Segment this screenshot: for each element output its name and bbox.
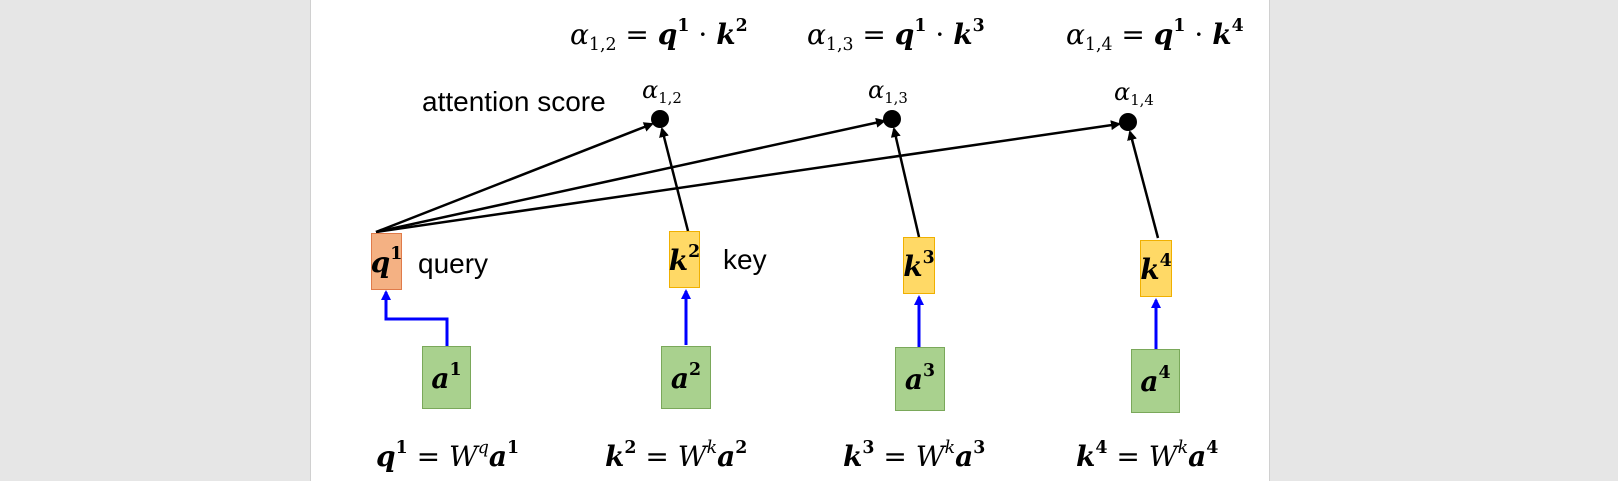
arrow-layer	[375, 110, 1161, 349]
input-vector-box-1: a1	[422, 346, 471, 409]
score-dot-1-4	[1119, 113, 1137, 131]
query-to-score-1-3-arrow	[375, 117, 886, 234]
key-4-projection-equation: k4 = Wka4	[1076, 438, 1219, 474]
query-projection-equation: q1 = Wqa1	[376, 438, 520, 474]
key-4-to-score-arrow	[1127, 130, 1160, 239]
score-formula-1-4: α1,4 = q1 · k4	[1066, 16, 1244, 56]
key-vector-box-3: k3	[903, 237, 935, 294]
query-to-score-1-2-arrow	[375, 122, 654, 234]
slide: α1,2 = q1 · k2 α1,3 = q1 · k3 α1,4 = q1 …	[310, 0, 1270, 481]
score-label-1-2: α1,2	[642, 76, 682, 108]
key-label: key	[723, 244, 767, 275]
key-2-projection-equation: k2 = Wka2	[605, 438, 748, 474]
score-label-1-3: α1,3	[868, 76, 908, 108]
slide-left-edge	[310, 0, 311, 481]
key-2-to-score-arrow	[659, 127, 690, 232]
input-vector-box-2: a2	[661, 346, 711, 409]
query-to-score-1-4-arrow	[375, 120, 1121, 234]
key-3-to-score-arrow	[890, 127, 921, 238]
score-label-1-4: α1,4	[1114, 78, 1154, 110]
input-vector-box-4: a4	[1131, 349, 1180, 413]
score-dot-1-3	[883, 110, 901, 128]
attention-score-label: attention score	[422, 86, 606, 117]
query-vector-box: q1	[371, 233, 402, 290]
score-formula-1-3: α1,3 = q1 · k3	[807, 16, 985, 56]
input-1-to-query-arrow	[381, 290, 449, 346]
input-vector-box-3: a3	[895, 347, 945, 411]
query-label: query	[418, 248, 489, 279]
score-dot-1-2	[651, 110, 669, 128]
score-formula-1-2: α1,2 = q1 · k2	[570, 16, 748, 56]
key-vector-box-2: k2	[669, 231, 700, 288]
slide-right-edge	[1269, 0, 1270, 481]
key-vector-box-4: k4	[1140, 240, 1172, 297]
key-3-projection-equation: k3 = Wka3	[843, 438, 986, 474]
